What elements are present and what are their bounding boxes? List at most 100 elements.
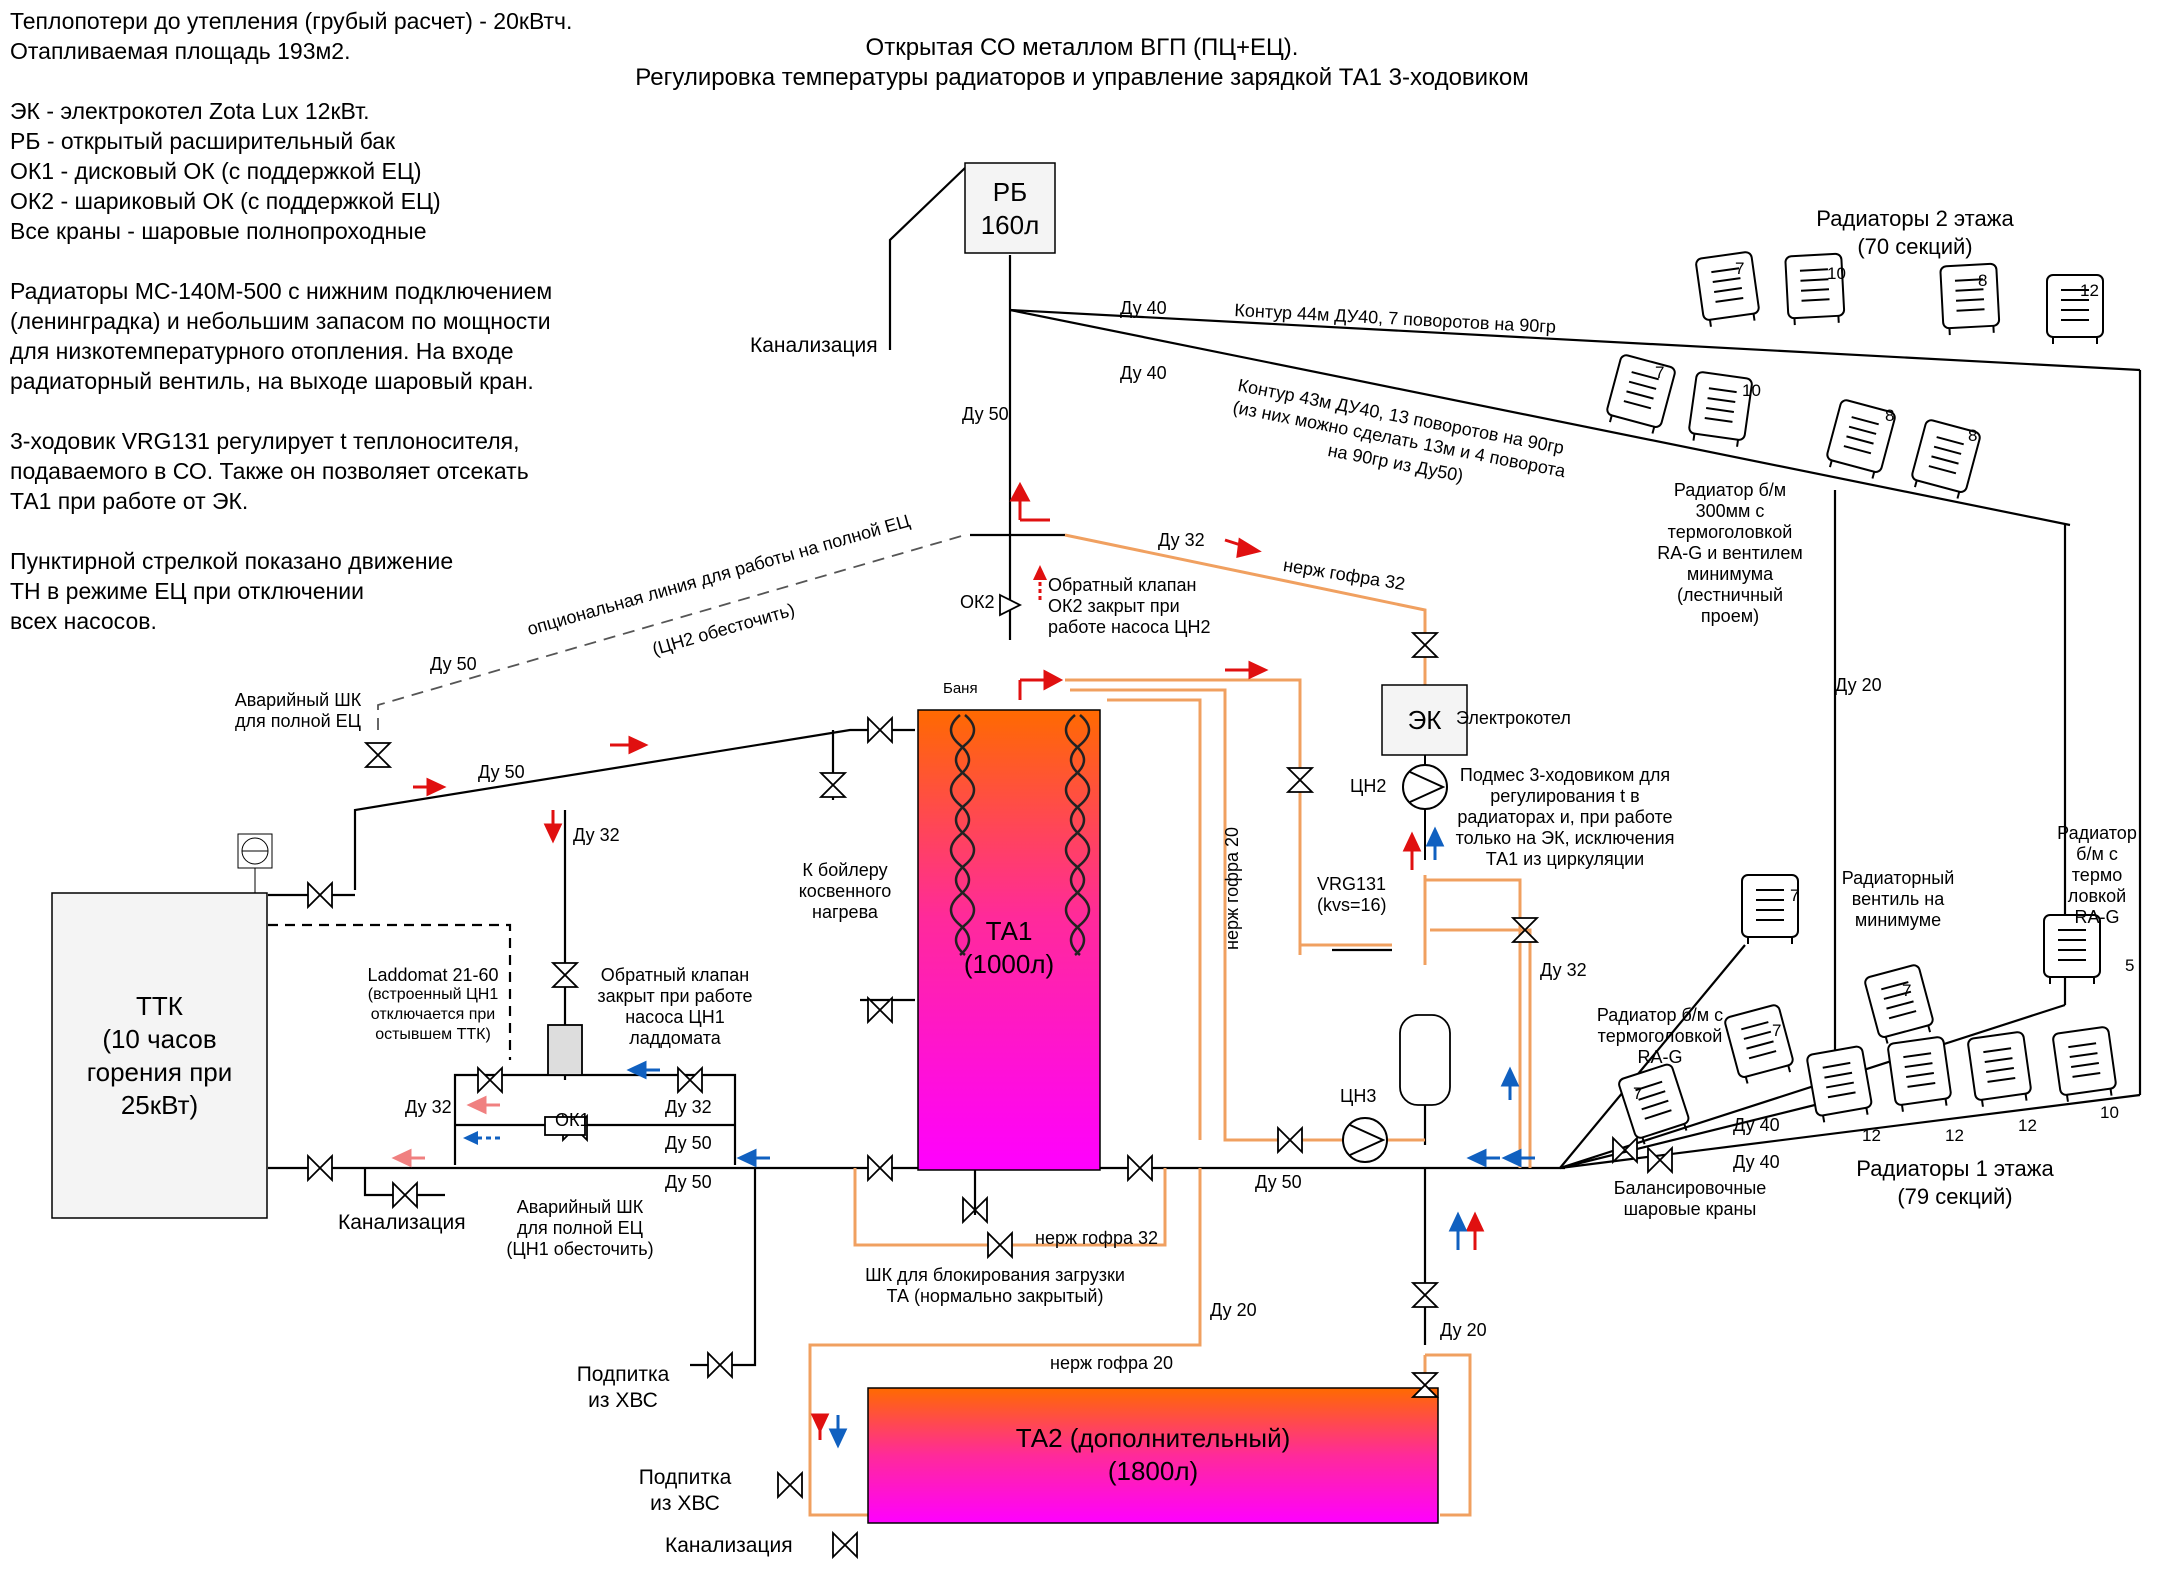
shk-block-1: ШК для блокирования загрузки: [865, 1265, 1125, 1285]
rad-right-1: Радиатор: [2057, 823, 2137, 843]
du40-mid: Ду 40: [1120, 363, 1167, 383]
ttk-label: ТТК (10 часов горения при 25кВт): [52, 990, 267, 1122]
ok2-label: ОК2: [960, 592, 995, 612]
valve-icon: [777, 1470, 803, 1500]
laddomat-2: (встроенный ЦН1: [367, 986, 499, 1003]
rad-floor2-title: Радиаторы 2 этажа (70 секций): [1795, 205, 2035, 261]
rad-right-3: термо: [2071, 865, 2123, 885]
rad-stair-6: (лестничный: [1676, 585, 1784, 605]
rad-right-2: б/м с: [2076, 844, 2118, 864]
rad-floor1-title: Радиаторы 1 этажа (79 секций): [1835, 1155, 2075, 1211]
optional-line: [377, 534, 966, 730]
expansion-vessel: [1399, 1014, 1451, 1106]
electric-boiler: [1381, 684, 1468, 756]
rad-num-f2m-1: 7: [1655, 363, 1665, 382]
ttk-desc-1: (10 часов: [102, 1024, 217, 1054]
valve-icon: [867, 715, 893, 745]
rb-label: РБ 160л: [965, 176, 1055, 242]
rad-stair-5: минимума: [1686, 564, 1774, 584]
radiator-icon: [1724, 1004, 1794, 1084]
valve-icon: [550, 962, 580, 988]
rad-floor2-2: (70 секций): [1857, 234, 1973, 259]
avar-bottom-2: для полной ЕЦ: [517, 1218, 643, 1238]
ta1-label: ТА1 (1000л): [918, 915, 1100, 981]
avar-bottom-1: Аварийный ШК: [516, 1197, 644, 1217]
rad-num-f2t-4: 12: [2080, 281, 2099, 300]
cn3-label: ЦН3: [1340, 1086, 1377, 1106]
radiator-icon: [1967, 1031, 2032, 1107]
podmes-desc: Подмес 3-ходовиком для регулирования t в…: [1445, 765, 1685, 870]
du50-bottom: Ду 50: [665, 1172, 712, 1192]
note-ok2: ОК2 - шариковый ОК (с поддержкой ЕЦ): [10, 188, 441, 214]
rad-ra-1: Радиатор б/м с: [1596, 1005, 1724, 1025]
laddomat-desc: Laddomat 21-60 (встроенный ЦН1 отключает…: [358, 965, 508, 1045]
ttk-name: ТТК: [136, 991, 183, 1021]
title-line-1: Открытая СО металлом ВГП (ПЦ+ЕЦ).: [865, 34, 1299, 61]
du50-ok1: Ду 50: [665, 1133, 712, 1153]
note-heat-loss: Теплопотери до утепления (грубый расчет)…: [10, 8, 573, 34]
ta1-tank: [917, 709, 1101, 1171]
pump-cn2: [1402, 764, 1448, 810]
du40-fl1-a: Ду 40: [1733, 1115, 1780, 1135]
valve-icon: [677, 1065, 703, 1095]
rad-num-f2t-3: 8: [1978, 271, 1988, 290]
radiator-icon: [1618, 1063, 1690, 1145]
rad-num-f2m-2: 10: [1742, 381, 1761, 400]
ok-cn1-desc-4: ладдомата: [629, 1028, 721, 1048]
avar-top: Аварийный ШК для полной ЕЦ: [228, 690, 368, 732]
ok-cn1-desc-3: насоса ЦН1: [625, 1007, 725, 1027]
ta1-volume: (1000л): [963, 949, 1055, 979]
rad-num-f1-1: 7: [1633, 1084, 1643, 1103]
rad-num-f1-4: 12: [1862, 1126, 1881, 1145]
radiators: [1606, 251, 2117, 1145]
du50-riser: Ду 50: [962, 404, 1009, 424]
radiator-icon: [1606, 354, 1676, 434]
ta2-volume: (1800л): [1107, 1456, 1199, 1486]
rad-floor1-2: (79 секций): [1897, 1184, 2013, 1209]
radiator-icon: [1826, 399, 1896, 479]
ok-cn1-desc-1: Обратный клапан: [600, 965, 750, 985]
valve-icon: [1410, 1282, 1440, 1308]
valve-icon: [1127, 1153, 1153, 1183]
avar-bottom-3: (ЦН1 обесточить): [506, 1239, 654, 1259]
kanal-top-label: Канализация: [750, 334, 878, 357]
boiler-3: нагрева: [812, 902, 878, 922]
radiator-icon: [2046, 274, 2104, 344]
du20-ta2-left: Ду 20: [1210, 1300, 1257, 1320]
legend-notes: Теплопотери до утепления (грубый расчет)…: [10, 6, 572, 636]
check-valve-icon: [999, 593, 1023, 617]
podmes-2: регулирования t в: [1490, 786, 1640, 806]
rad-vent-1: Радиаторный: [1841, 868, 1955, 888]
ok-cn1-desc-2: закрыт при работе: [597, 986, 753, 1006]
nerzh20-bottom: нерж гофра 20: [1050, 1353, 1174, 1373]
valve-icon: [307, 880, 333, 910]
radiator-icon: [1741, 874, 1799, 944]
rad-num-f1-3: 7: [1902, 981, 1912, 1000]
radiator-icon: [1688, 371, 1753, 447]
expansion-tank: [964, 162, 1056, 254]
note-dash-1: Пунктирной стрелкой показано движение: [10, 548, 454, 574]
rad-floor2-1: Радиаторы 2 этажа: [1816, 206, 2014, 231]
flow-arrows: [391, 481, 1535, 1449]
rad-vent-desc: Радиаторный вентиль на минимуме: [1833, 868, 1963, 931]
vrg-kvs: (kvs=16): [1317, 895, 1387, 915]
rad-ra-desc: Радиатор б/м с термоголовкой RA-G: [1585, 1005, 1735, 1068]
rad-stair-desc: Радиатор б/м 300мм с термоголовкой RA-G …: [1645, 480, 1815, 627]
rad-num-f2t-1: 7: [1735, 259, 1745, 278]
note-vrg-1: 3-ходовик VRG131 регулирует t теплоносит…: [10, 428, 520, 454]
note-rb: РБ - открытый расширительный бак: [10, 128, 396, 154]
nerzh20-vertical: нерж гофра 20: [1222, 826, 1242, 950]
du20-right: Ду 20: [1835, 675, 1882, 695]
podpitka-1: Подпитка из ХВС: [568, 1362, 678, 1414]
podmes-4: только на ЭК, исключения: [1455, 828, 1675, 848]
note-vrg-3: ТА1 при работе от ЭК.: [10, 488, 249, 514]
radiator-icon: [1887, 1036, 1952, 1112]
rad-stair-2: 300мм с: [1695, 501, 1765, 521]
note-vrg-2: подаваемого в СО. Также он позволяет отс…: [10, 458, 529, 484]
shk-block-desc: ШК для блокирования загрузки ТА (нормаль…: [860, 1265, 1130, 1307]
du32-right: Ду 32: [665, 1097, 712, 1117]
du40-top: Ду 40: [1120, 298, 1167, 318]
ok2-desc-2: ОК2 закрыт при: [1048, 596, 1180, 616]
rad-vent-3: минимуме: [1854, 910, 1942, 930]
note-dash-3: всех насосов.: [10, 608, 157, 634]
